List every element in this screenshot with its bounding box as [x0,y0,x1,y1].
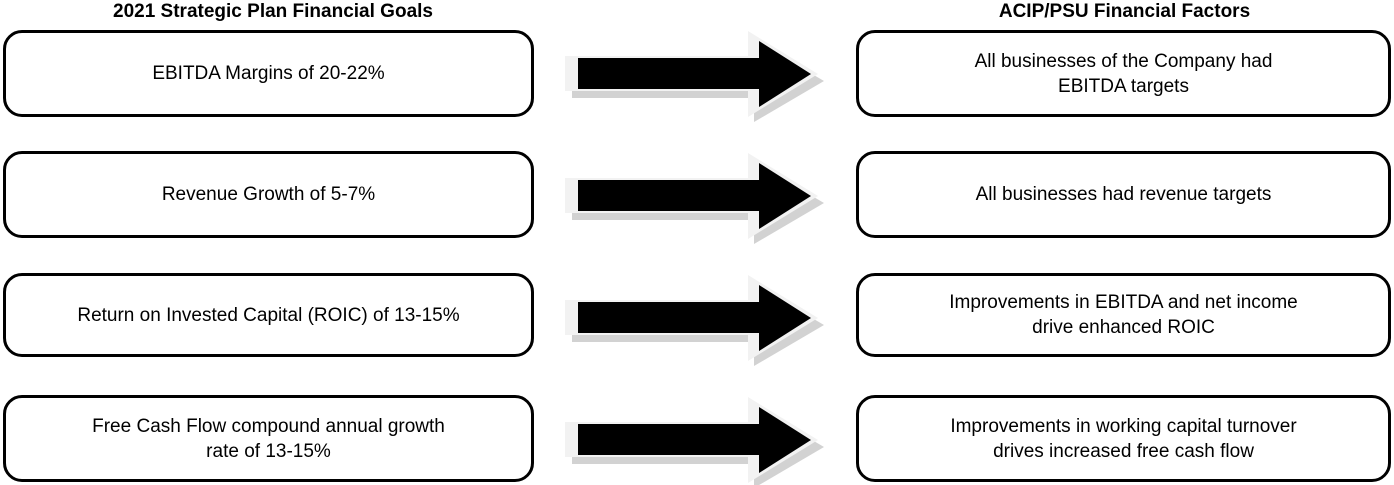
right-arrow-icon-3 [562,268,824,368]
left-goal-text-3: Return on Invested Capital (ROIC) of 13-… [77,304,460,326]
arrow-body [578,407,811,473]
right-factor-text-4: Improvements in working capital turnover… [950,415,1297,462]
right-arrow-icon-2 [562,146,824,246]
left-goal-text-2: Revenue Growth of 5-7% [161,184,376,205]
right-factor-box-4[interactable]: Improvements in working capital turnover… [856,395,1391,482]
left-goal-text-4: Free Cash Flow compound annual growth ra… [92,415,445,462]
right-column-header: ACIP/PSU Financial Factors [998,1,1251,22]
left-goal-box-3[interactable]: Return on Invested Capital (ROIC) of 13-… [3,273,534,357]
right-factor-box-2[interactable]: All businesses had revenue targets [856,151,1391,238]
right-factor-text-2: All businesses had revenue targets [975,184,1272,205]
arrow-body [578,41,811,107]
arrow-body [578,163,811,229]
right-factor-box-1[interactable]: All businesses of the Company had EBITDA… [856,30,1391,117]
left-goal-box-4[interactable]: Free Cash Flow compound annual growth ra… [3,395,534,482]
left-goal-text-1: EBITDA Margins of 20-22% [152,63,385,84]
right-factor-text-1: All businesses of the Company had EBITDA… [974,50,1273,97]
right-factor-text-3: Improvements in EBITDA and net income dr… [949,292,1298,338]
arrow-body [578,285,811,351]
left-goal-box-1[interactable]: EBITDA Margins of 20-22% [3,30,534,117]
right-arrow-icon-4 [562,390,824,485]
right-arrow-icon-1 [562,24,824,124]
left-column-header: 2021 Strategic Plan Financial Goals [113,1,433,22]
left-goal-box-2[interactable]: Revenue Growth of 5-7% [3,151,534,238]
right-factor-box-3[interactable]: Improvements in EBITDA and net income dr… [856,273,1391,357]
